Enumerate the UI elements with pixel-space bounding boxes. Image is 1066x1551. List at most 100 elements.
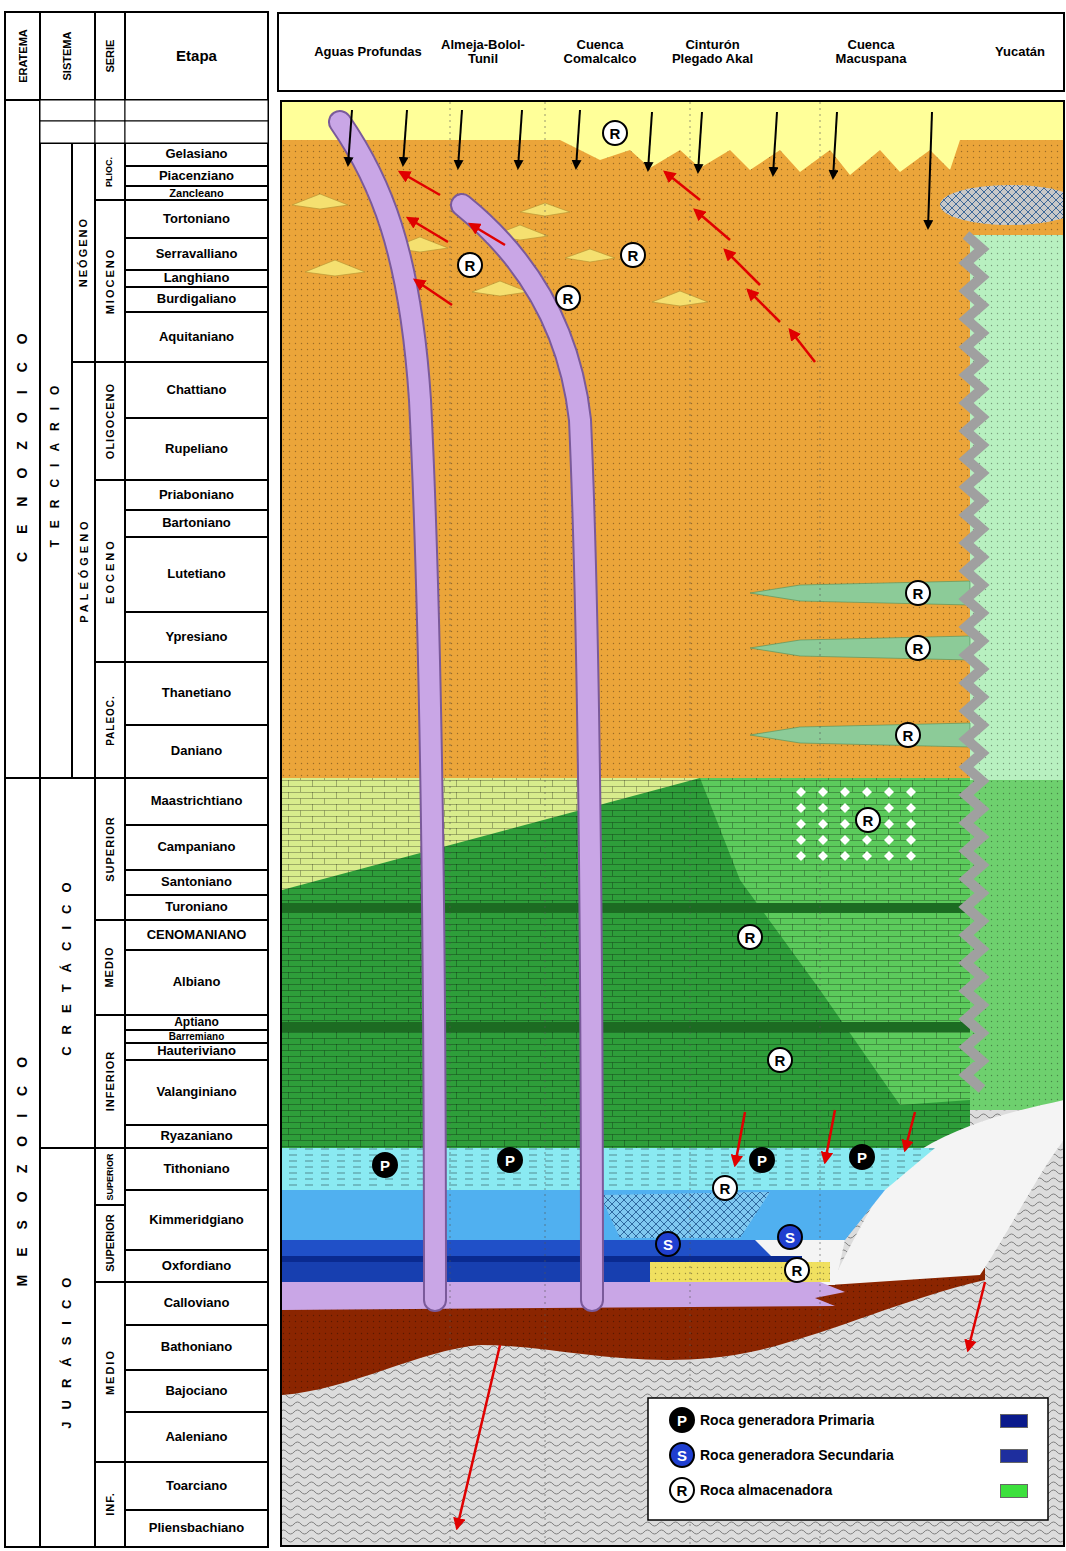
divider (450, 102, 451, 1546)
marker-letter: R (628, 248, 639, 263)
diamond (840, 803, 850, 813)
diamond (796, 851, 806, 861)
table-cell: INFERIOR (95, 1015, 125, 1148)
diamond (906, 803, 916, 813)
heading-text: Cuenca Comalcalco (550, 38, 650, 67)
stage-cell: Kimmeridgiano (125, 1190, 268, 1250)
cell-text: Burdigaliano (157, 292, 236, 306)
marker-letter: R (913, 586, 924, 601)
reservoir-marker: R (669, 1477, 695, 1503)
fault-arrow (470, 224, 505, 245)
cell-text: CENOMANIANO (147, 928, 247, 942)
fault-arrow (458, 110, 462, 168)
stage-cell: CENOMANIANO (125, 920, 268, 950)
stage-cell: Burdigaliano (125, 287, 268, 312)
chart-frame (281, 101, 1064, 1546)
cell-text: Zancleano (169, 187, 223, 199)
legend-swatch (1000, 1449, 1028, 1463)
table-cell: SUPERIOR (95, 1205, 125, 1282)
table-cell: TERCIARIO (40, 143, 72, 778)
cell-text: Rupeliano (165, 442, 228, 456)
stage-cell: Daniano (125, 725, 268, 778)
stage-cell: Thanetiano (125, 662, 268, 725)
fault-arrow (408, 218, 448, 242)
stage-cell: Bartoniano (125, 510, 268, 537)
reservoir-marker: R (555, 285, 581, 311)
heading-text: Yucatán (995, 45, 1045, 59)
cell-text: Albiano (173, 975, 221, 989)
cell-text: MEDIO (104, 947, 116, 988)
faults (400, 172, 985, 1528)
heading-text: Almeja-Bolol-Tunil (440, 38, 526, 67)
stage-cell: Tortoniano (125, 200, 268, 238)
marker-letter: R (677, 1483, 688, 1498)
cell-text: CENOZOICO (15, 316, 30, 563)
reservoir-marker: R (784, 1257, 810, 1283)
reservoir-marker: R (602, 120, 628, 146)
column-heading: Almeja-Bolol-Tunil (438, 18, 528, 86)
marker-letter: S (677, 1448, 687, 1463)
marker-letter: S (785, 1230, 795, 1245)
maastrichtian-wedge (282, 778, 700, 890)
cell-text: CRETÁCICO (60, 870, 74, 1055)
cell-text: Lutetiano (167, 567, 226, 581)
stage-cell: Hauteriviano (125, 1043, 268, 1060)
cell-text: OLIGOCENO (104, 383, 116, 459)
oxfordian-dark (282, 1256, 802, 1262)
cell-text: ERATEMA (16, 29, 28, 83)
marker-letter: R (563, 291, 574, 306)
marker-letter: P (505, 1153, 515, 1168)
table-cell: PLIOC. (95, 143, 125, 200)
cell-text: PALEÓGENO (77, 517, 89, 622)
cell-text: Hauteriviano (157, 1044, 236, 1058)
stage-cell: Langhiano (125, 270, 268, 287)
marker-letter: R (610, 126, 621, 141)
diamond (796, 819, 806, 829)
primary-source-marker: P (849, 1144, 875, 1170)
cell-text: JURÁSICO (60, 1266, 74, 1429)
cell-text: SISTEMA (61, 32, 73, 81)
table-cell: OLIGOCENO (95, 362, 125, 480)
fault-arrow (576, 110, 580, 168)
stage-cell: Ypresiano (125, 612, 268, 662)
cell-text: INFERIOR (104, 1051, 116, 1112)
cell-text: Tithoniano (163, 1162, 229, 1176)
cell-text: PALEOC. (105, 695, 116, 746)
tongue (750, 581, 970, 605)
stage-cell: Ryazaniano (125, 1125, 268, 1148)
diamond (906, 835, 916, 845)
column-dividers (450, 102, 820, 1546)
reservoir-marker: R (855, 807, 881, 833)
fault-arrow (790, 330, 815, 362)
table-cell: JURÁSICO (40, 1148, 95, 1547)
diamond (906, 851, 916, 861)
cell-text: Daniano (171, 744, 222, 758)
cell-text: Langhiano (164, 271, 230, 285)
fault-arrow (403, 110, 407, 165)
diamond (818, 851, 828, 861)
cell-text: Calloviano (164, 1296, 230, 1310)
lens (652, 291, 708, 306)
header-box (278, 13, 1064, 91)
stage-cell: Valanginiano (125, 1060, 268, 1125)
reservoir-marker: R (895, 722, 921, 748)
fault-arrow (928, 112, 932, 228)
diamond (862, 835, 872, 845)
cell (40, 121, 95, 143)
reservoir-marker: R (620, 242, 646, 268)
cell-text: Kimmeridgiano (149, 1213, 244, 1227)
marker-letter: R (465, 258, 476, 273)
reservoir-marker: R (457, 252, 483, 278)
marker-letter: R (745, 930, 756, 945)
stage-cell: Calloviano (125, 1282, 268, 1325)
table-cell: MIOCENO (95, 200, 125, 362)
table-cell: CENOZOICO (5, 100, 40, 778)
cell-text: Aquitaniano (159, 330, 234, 344)
divider (690, 102, 691, 1546)
diamond (818, 787, 828, 797)
fault-arrow (825, 1110, 835, 1162)
cell-text: Priaboniano (159, 488, 234, 502)
diamond (818, 819, 828, 829)
dark-band (282, 903, 970, 913)
primary-source-marker: P (749, 1147, 775, 1173)
